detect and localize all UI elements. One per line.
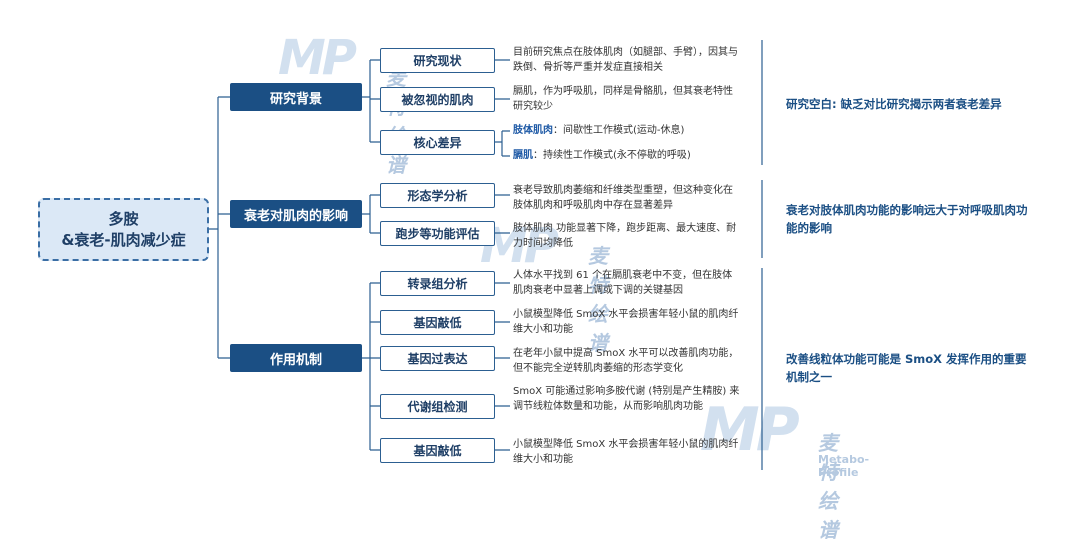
connector-lines bbox=[209, 40, 763, 470]
desc-knockdown-2: 小鼠模型降低 SmoX 水平会损害年轻小鼠的肌肉纤维大小和功能 bbox=[513, 439, 739, 465]
desc-research-status: 目前研究焦点在肢体肌肉（如腿部、手臂），因其与跌倒、骨折等严重并发症直接相关 bbox=[513, 47, 738, 73]
limb-muscle-key: 肢体肌肉 bbox=[513, 125, 553, 136]
desc-neglected-muscle: 膈肌，作为呼吸肌，同样是骨骼肌，但其衰老特性研究较少 bbox=[513, 86, 733, 112]
topic-transcriptome: 转录组分析 bbox=[380, 271, 495, 296]
topic-knockdown-2: 基因敲低 bbox=[380, 438, 495, 463]
desc-core-difference-limb: 肢体肌肉：间歇性工作模式(运动-休息) bbox=[513, 123, 741, 138]
root-line-1: 多胺 bbox=[108, 209, 139, 228]
topic-overexpression: 基因过表达 bbox=[380, 346, 495, 371]
branch-mechanism: 作用机制 bbox=[230, 344, 362, 372]
desc-core-difference-diaphragm: 膈肌：持续性工作模式(永不停歇的呼吸) bbox=[513, 148, 741, 163]
desc-overexpression: 在老年小鼠中提高 SmoX 水平可以改善肌肉功能，但不能完全逆转肌肉萎缩的形态学… bbox=[513, 348, 739, 374]
branch-aging-effects: 衰老对肌肉的影响 bbox=[230, 200, 362, 228]
watermark-en: Metabo-Profile bbox=[818, 453, 870, 479]
desc-transcriptome: 人体水平找到 61 个在膈肌衰老中不变，但在肢体肌肉衰老中显著上调或下调的关键基… bbox=[513, 270, 733, 296]
watermark-cn: 麦特绘谱 bbox=[588, 244, 608, 355]
diaphragm-text: ：持续性工作模式(永不停歇的呼吸) bbox=[533, 150, 691, 161]
root-topic: 多胺 &衰老-肌肉减少症 bbox=[38, 198, 209, 261]
root-line-2: &衰老-肌肉减少症 bbox=[61, 230, 186, 249]
topic-research-status: 研究现状 bbox=[380, 48, 495, 73]
topic-function-eval: 跑步等功能评估 bbox=[380, 221, 495, 246]
diaphragm-key: 膈肌 bbox=[513, 150, 533, 161]
branch-research-background: 研究背景 bbox=[230, 83, 362, 111]
topic-neglected-muscle: 被忽视的肌肉 bbox=[380, 87, 495, 112]
desc-metabolomics: SmoX 可能通过影响多胺代谢 (特别是产生精胺) 来调节线粒体数量和功能，从而… bbox=[513, 386, 740, 412]
topic-morphology: 形态学分析 bbox=[380, 183, 495, 208]
limb-muscle-text: ：间歇性工作模式(运动-休息) bbox=[553, 125, 685, 136]
topic-metabolomics: 代谢组检测 bbox=[380, 394, 495, 419]
topic-core-difference: 核心差异 bbox=[380, 130, 495, 155]
conclusion-research-gap: 研究空白: 缺乏对比研究揭示两者衰老差异 bbox=[786, 97, 1002, 111]
conclusion-mechanism: 改善线粒体功能可能是 SmoX 发挥作用的重要机制之一 bbox=[786, 352, 1027, 384]
conclusion-aging-effect: 衰老对肢体肌肉功能的影响远大于对呼吸肌肉功能的影响 bbox=[786, 203, 1028, 235]
desc-function-eval: 肢体肌肉 功能显著下降，跑步距离、最大速度、耐力时间均降低 bbox=[513, 223, 737, 249]
desc-morphology: 衰老导致肌肉萎缩和纤维类型重塑，但这种变化在肢体肌肉和呼吸肌肉中存在显著差异 bbox=[513, 185, 733, 211]
desc-knockdown-1: 小鼠模型降低 SmoX 水平会损害年轻小鼠的肌肉纤维大小和功能 bbox=[513, 309, 739, 335]
watermark-logo: MP bbox=[700, 395, 800, 465]
topic-knockdown-1: 基因敲低 bbox=[380, 310, 495, 335]
watermark-logo: MP bbox=[278, 30, 357, 86]
